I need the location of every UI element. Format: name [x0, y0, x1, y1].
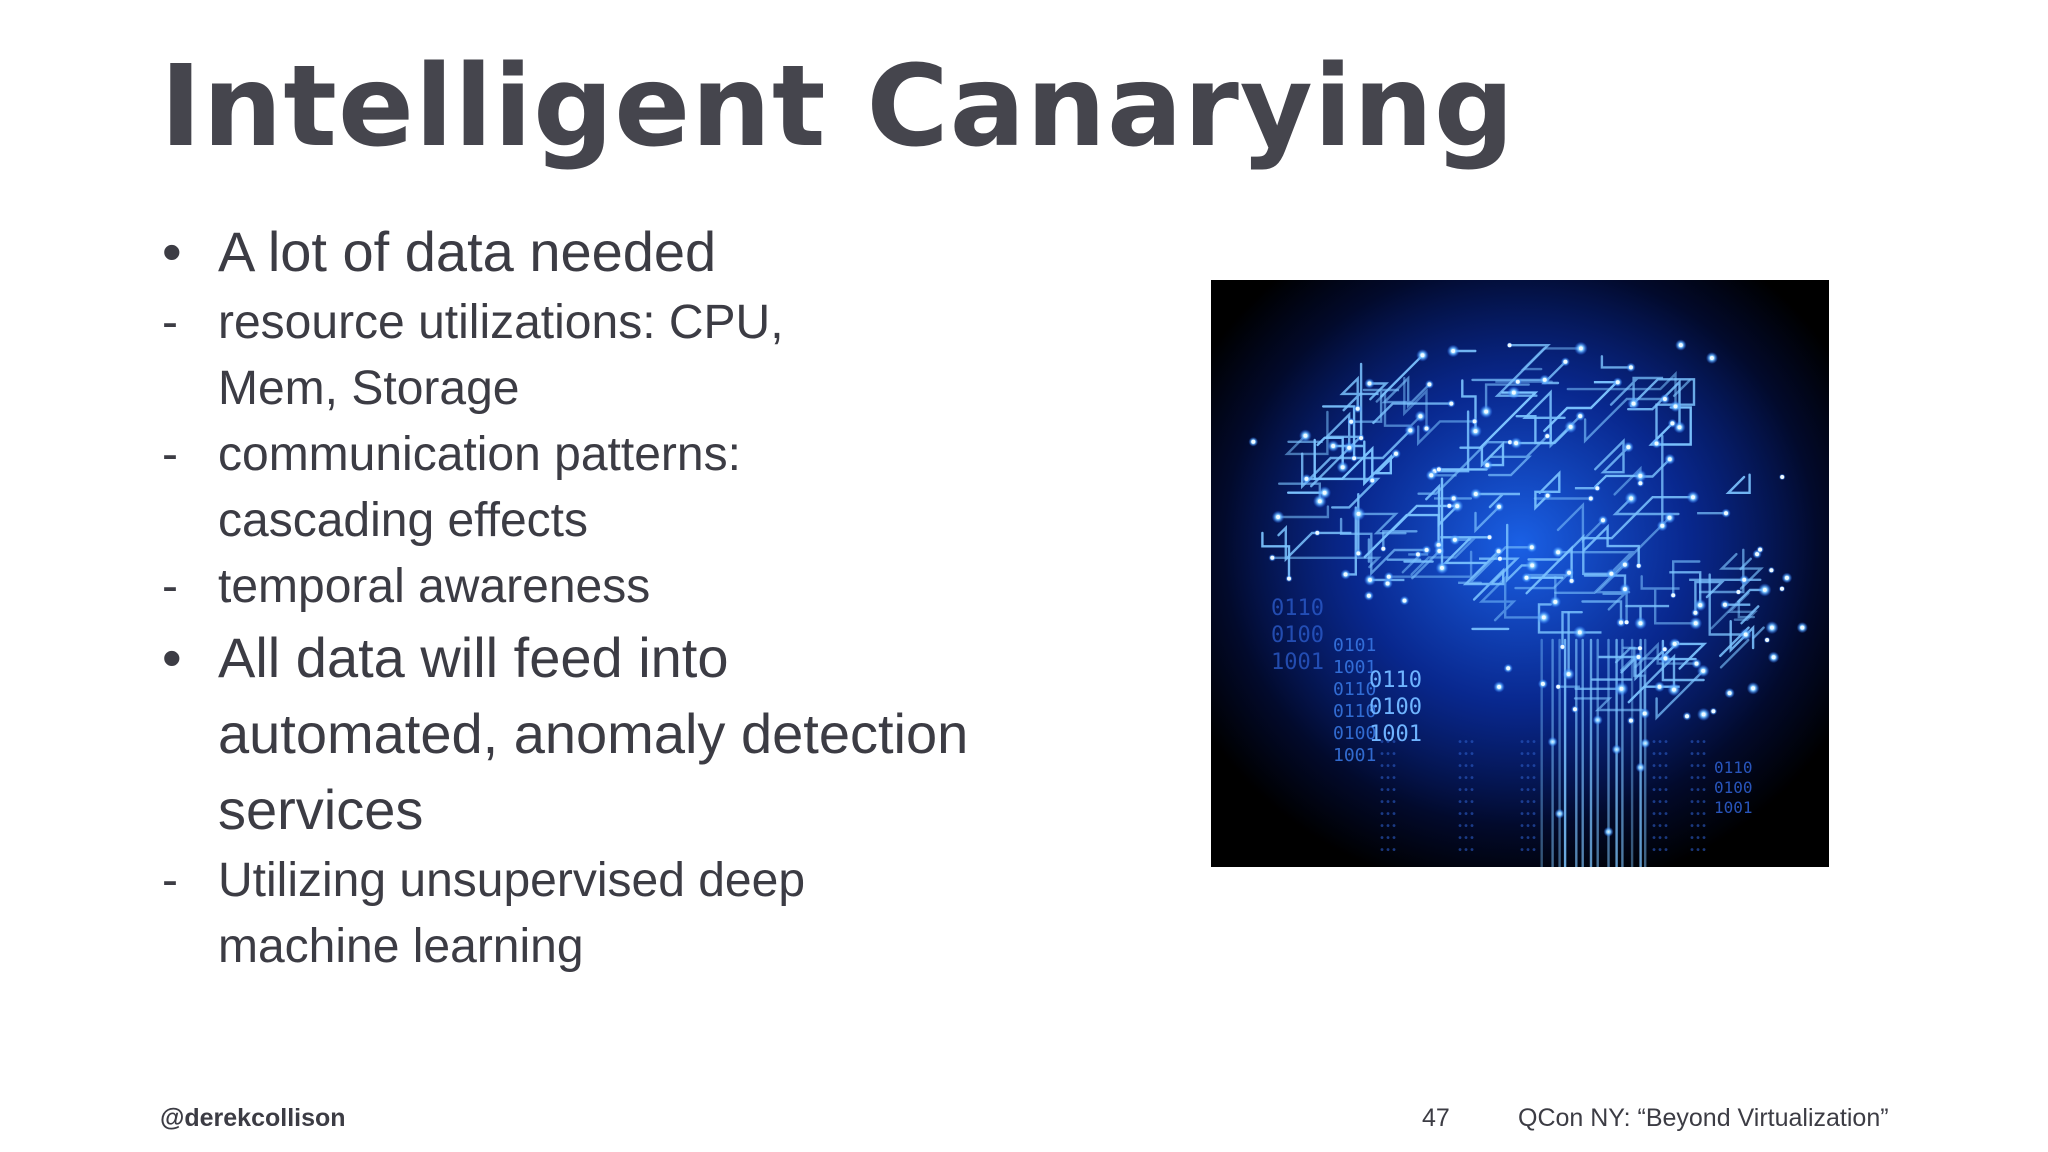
svg-text:0110: 0110 — [1333, 701, 1376, 722]
svg-text:∙∙∙: ∙∙∙ — [1457, 761, 1475, 772]
brain-circuit-nodes — [1248, 339, 1808, 837]
svg-text:∙∙∙: ∙∙∙ — [1519, 833, 1537, 844]
sub-bullet-marker: - — [162, 296, 178, 349]
svg-text:∙∙∙: ∙∙∙ — [1379, 749, 1397, 760]
svg-text:∙∙∙: ∙∙∙ — [1651, 833, 1669, 844]
binary-text-right: 0110 0100 1001 — [1714, 758, 1753, 817]
svg-text:∙∙∙: ∙∙∙ — [1519, 749, 1537, 760]
svg-text:∙∙∙: ∙∙∙ — [1689, 749, 1707, 760]
bullet-item: • A lot of data needed - resource utiliz… — [160, 214, 1040, 620]
sub-bullet-item: - communication patterns: cascading effe… — [160, 422, 1040, 554]
circuit-brain-image: 0110 0100 1001 0101 1001 0110 0110 0100 … — [1211, 280, 1829, 867]
svg-text:∙∙∙: ∙∙∙ — [1519, 809, 1537, 820]
svg-text:∙∙∙: ∙∙∙ — [1689, 785, 1707, 796]
sub-bullet-item: - Utilizing unsupervised deep machine le… — [160, 848, 1040, 980]
svg-text:∙∙∙: ∙∙∙ — [1457, 737, 1475, 748]
footer-twitter-handle: @derekcollison — [160, 1104, 346, 1132]
svg-text:∙∙∙: ∙∙∙ — [1519, 797, 1537, 808]
svg-text:1001: 1001 — [1369, 722, 1422, 747]
svg-text:∙∙∙: ∙∙∙ — [1519, 737, 1537, 748]
svg-text:∙∙∙: ∙∙∙ — [1457, 749, 1475, 760]
svg-text:∙∙∙: ∙∙∙ — [1379, 821, 1397, 832]
svg-text:0110: 0110 — [1714, 758, 1753, 777]
svg-text:∙∙∙: ∙∙∙ — [1379, 737, 1397, 748]
svg-text:∙∙∙: ∙∙∙ — [1689, 737, 1707, 748]
binary-text-left: 0110 0100 1001 — [1271, 596, 1324, 675]
svg-text:∙∙∙: ∙∙∙ — [1379, 785, 1397, 796]
svg-text:∙∙∙: ∙∙∙ — [1457, 773, 1475, 784]
svg-text:∙∙∙: ∙∙∙ — [1651, 845, 1669, 856]
binary-text-center: 0101 1001 0110 0110 0100 1001 — [1333, 635, 1376, 766]
svg-text:∙∙∙: ∙∙∙ — [1651, 821, 1669, 832]
sub-bullet-text: temporal awareness — [218, 560, 651, 613]
svg-text:0100: 0100 — [1333, 723, 1376, 744]
svg-text:∙∙∙: ∙∙∙ — [1457, 809, 1475, 820]
svg-text:∙∙∙: ∙∙∙ — [1651, 773, 1669, 784]
sub-bullet-marker: - — [162, 560, 178, 613]
svg-text:∙∙∙: ∙∙∙ — [1651, 797, 1669, 808]
svg-text:∙∙∙: ∙∙∙ — [1379, 809, 1397, 820]
svg-text:∙∙∙: ∙∙∙ — [1519, 773, 1537, 784]
svg-text:∙∙∙: ∙∙∙ — [1689, 797, 1707, 808]
svg-text:∙∙∙: ∙∙∙ — [1651, 809, 1669, 820]
svg-text:∙∙∙: ∙∙∙ — [1689, 821, 1707, 832]
bullet-text: All data will feed into automated, anoma… — [218, 626, 969, 841]
svg-text:∙∙∙: ∙∙∙ — [1519, 821, 1537, 832]
svg-text:∙∙∙: ∙∙∙ — [1519, 785, 1537, 796]
svg-text:∙∙∙: ∙∙∙ — [1457, 821, 1475, 832]
sub-bullet-text: Utilizing unsupervised deep machine lear… — [218, 854, 806, 973]
sub-bullet-item: - temporal awareness — [160, 554, 1040, 620]
svg-text:1001: 1001 — [1333, 745, 1376, 766]
svg-text:∙∙∙: ∙∙∙ — [1379, 773, 1397, 784]
sub-bullet-list: - Utilizing unsupervised deep machine le… — [160, 848, 1040, 980]
svg-text:∙∙∙: ∙∙∙ — [1689, 773, 1707, 784]
slide-page-number: 47 — [1422, 1104, 1450, 1132]
svg-text:∙∙∙: ∙∙∙ — [1651, 749, 1669, 760]
bullet-text: A lot of data needed — [218, 220, 717, 283]
bullet-item: • All data will feed into automated, ano… — [160, 620, 1040, 980]
svg-text:∙∙∙: ∙∙∙ — [1457, 785, 1475, 796]
svg-text:∙∙∙: ∙∙∙ — [1689, 845, 1707, 856]
svg-text:0101: 0101 — [1333, 635, 1376, 656]
sub-bullet-text: communication patterns: cascading effect… — [218, 428, 741, 547]
svg-text:1001: 1001 — [1333, 657, 1376, 678]
sub-bullet-marker: - — [162, 854, 178, 907]
sub-bullet-item: - resource utilizations: CPU, Mem, Stora… — [160, 290, 1040, 422]
svg-text:∙∙∙: ∙∙∙ — [1379, 833, 1397, 844]
binary-text-center-large: 0110 0100 1001 — [1369, 668, 1422, 747]
sub-bullet-text: resource utilizations: CPU, Mem, Storage — [218, 296, 784, 415]
svg-text:∙∙∙: ∙∙∙ — [1519, 761, 1537, 772]
svg-text:0100: 0100 — [1714, 778, 1753, 797]
svg-text:∙∙∙: ∙∙∙ — [1457, 833, 1475, 844]
svg-text:∙∙∙: ∙∙∙ — [1379, 797, 1397, 808]
svg-text:0110: 0110 — [1369, 668, 1422, 693]
sub-bullet-list: - resource utilizations: CPU, Mem, Stora… — [160, 290, 1040, 620]
svg-text:∙∙∙: ∙∙∙ — [1379, 845, 1397, 856]
svg-text:0110: 0110 — [1271, 596, 1324, 621]
svg-text:∙∙∙: ∙∙∙ — [1379, 761, 1397, 772]
bullet-marker: • — [162, 626, 182, 689]
svg-text:1001: 1001 — [1271, 650, 1324, 675]
bullet-marker: • — [162, 220, 182, 283]
bullet-list: • A lot of data needed - resource utiliz… — [160, 214, 1040, 980]
svg-text:∙∙∙: ∙∙∙ — [1689, 809, 1707, 820]
svg-text:∙∙∙: ∙∙∙ — [1457, 797, 1475, 808]
svg-text:∙∙∙: ∙∙∙ — [1457, 845, 1475, 856]
svg-text:1001: 1001 — [1714, 798, 1753, 817]
svg-text:0100: 0100 — [1271, 623, 1324, 648]
slide-title: Intelligent Canarying — [160, 42, 1516, 172]
svg-text:∙∙∙: ∙∙∙ — [1651, 761, 1669, 772]
footer-event-name: QCon NY: “Beyond Virtualization” — [1518, 1104, 1889, 1132]
svg-text:0100: 0100 — [1369, 695, 1422, 720]
sub-bullet-marker: - — [162, 428, 178, 481]
svg-text:0110: 0110 — [1333, 679, 1376, 700]
svg-text:∙∙∙: ∙∙∙ — [1519, 845, 1537, 856]
svg-text:∙∙∙: ∙∙∙ — [1689, 833, 1707, 844]
svg-text:∙∙∙: ∙∙∙ — [1651, 737, 1669, 748]
svg-text:∙∙∙: ∙∙∙ — [1689, 761, 1707, 772]
circuit-brain-icon: 0110 0100 1001 0101 1001 0110 0110 0100 … — [1211, 280, 1829, 867]
svg-text:∙∙∙: ∙∙∙ — [1651, 785, 1669, 796]
